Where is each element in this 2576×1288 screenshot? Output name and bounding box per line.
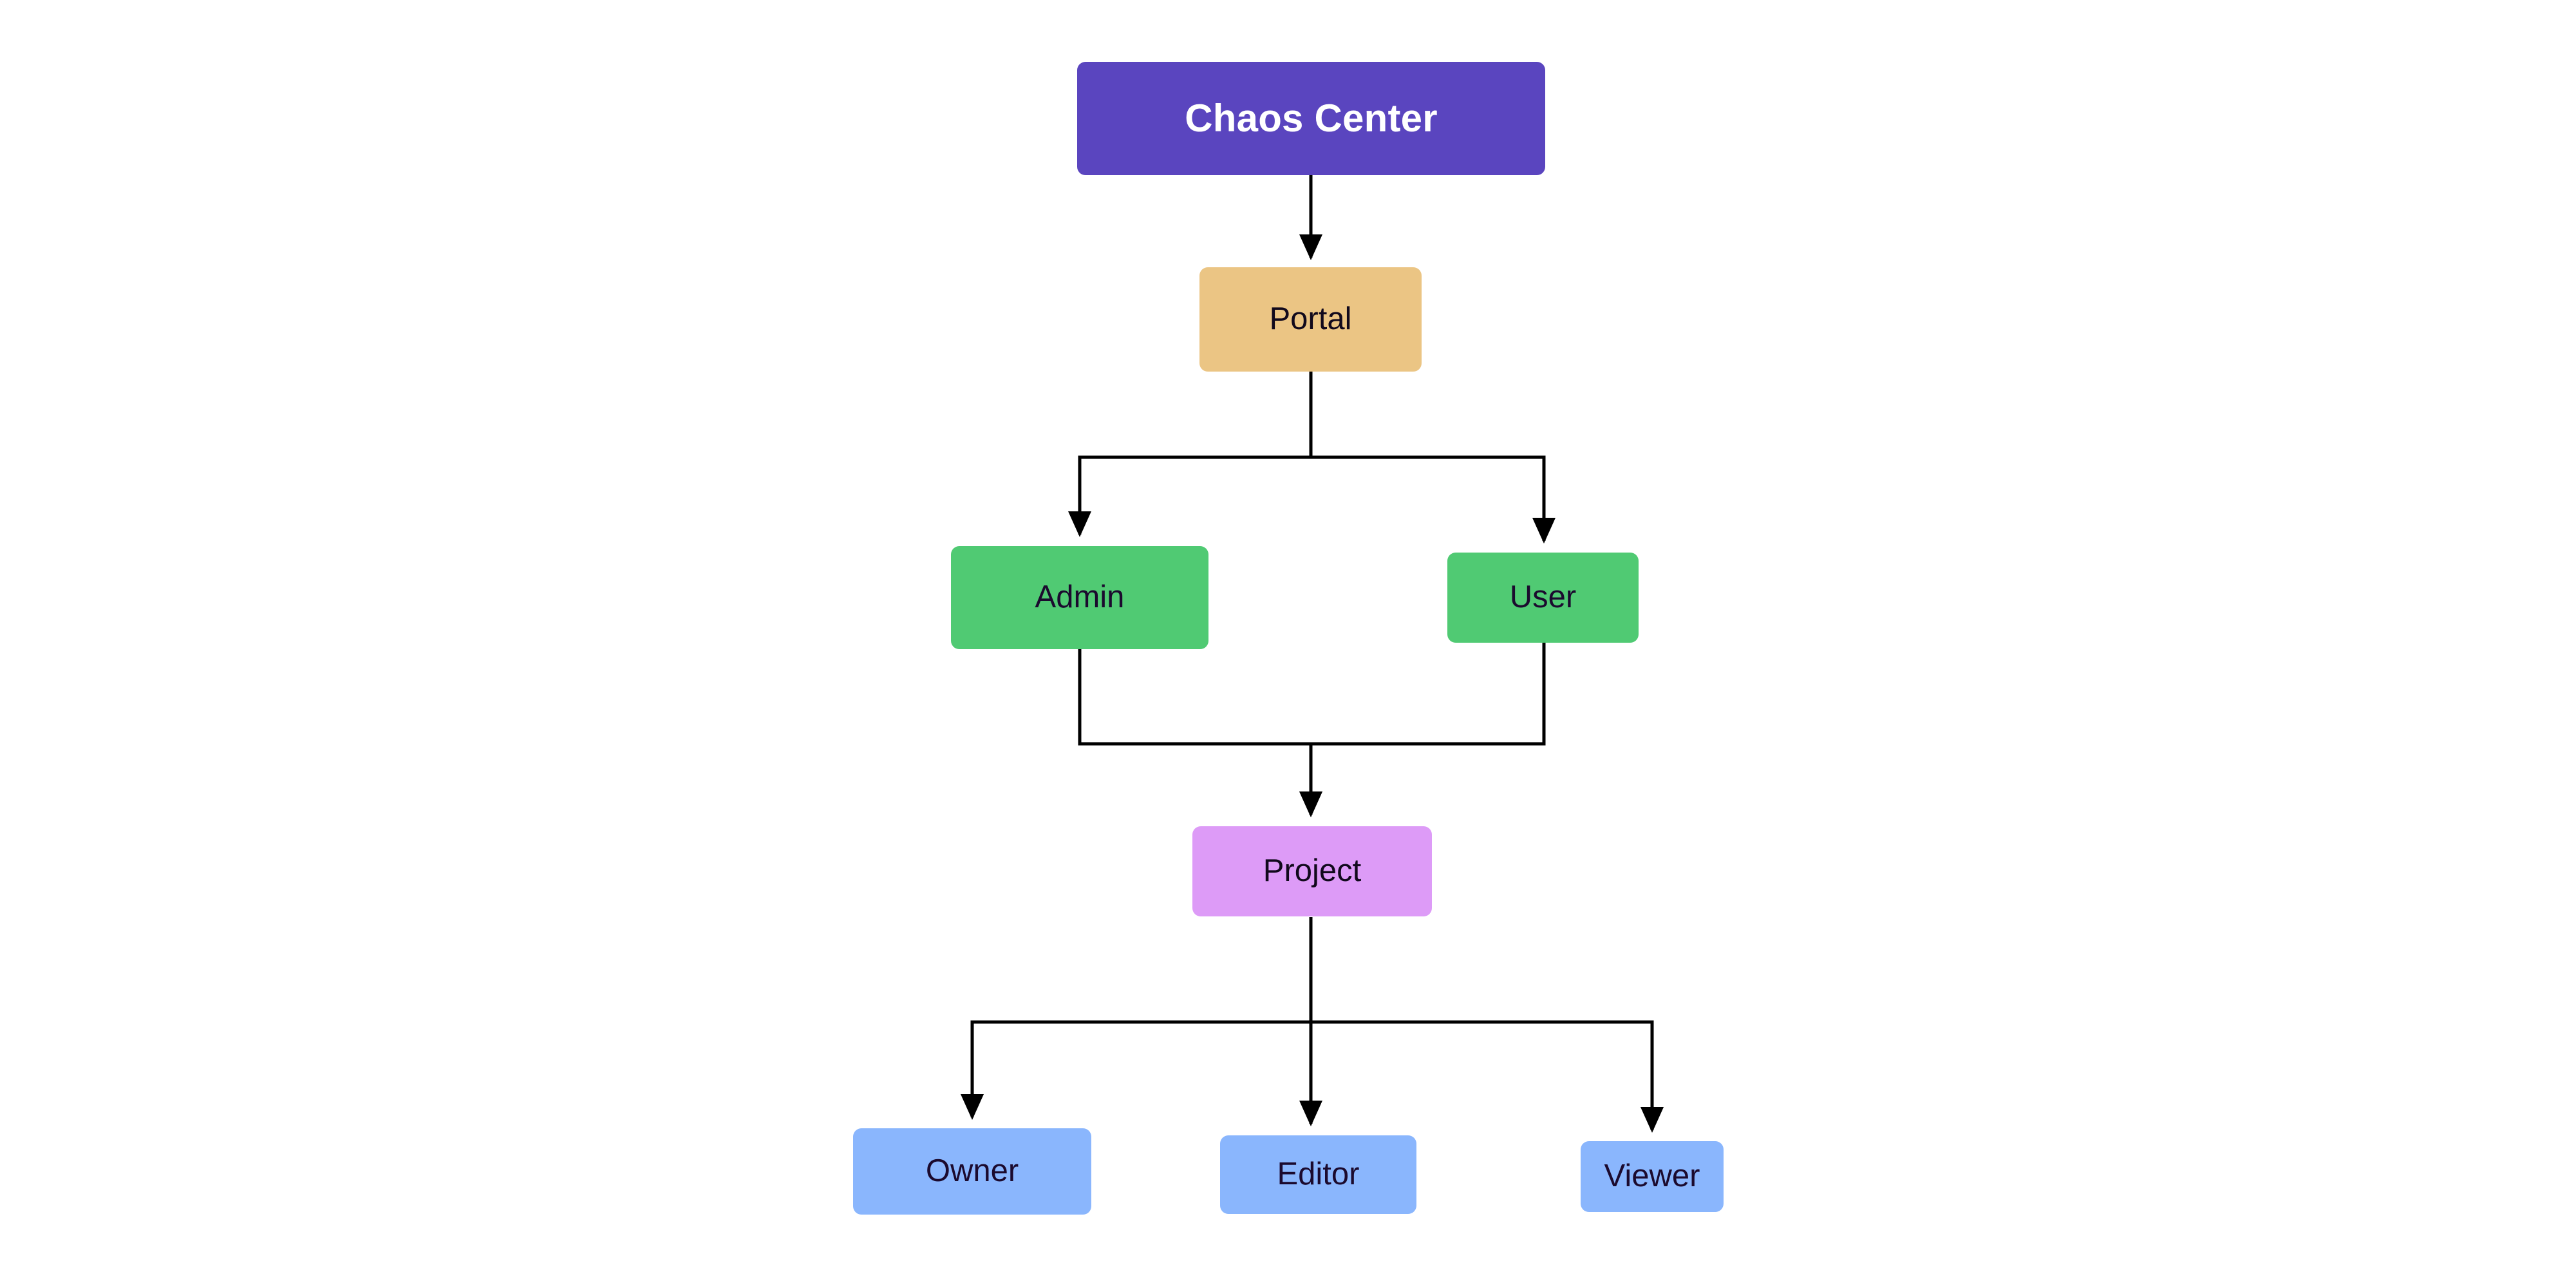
- edge-portal-to-admin: [1067, 372, 1313, 538]
- node-user[interactable]: User: [1447, 553, 1639, 643]
- edge-portal-to-user: [1309, 372, 1556, 544]
- edge-user-to-project: [1299, 643, 1546, 818]
- edge-project-to-viewer: [1309, 917, 1664, 1133]
- node-admin-label: Admin: [1035, 580, 1125, 615]
- node-owner[interactable]: Owner: [853, 1128, 1091, 1215]
- node-user-label: User: [1509, 580, 1577, 615]
- node-owner-label: Owner: [925, 1153, 1019, 1189]
- node-editor[interactable]: Editor: [1220, 1135, 1416, 1214]
- node-portal[interactable]: Portal: [1199, 267, 1422, 372]
- edge-project-to-owner: [960, 917, 1313, 1121]
- node-chaos-center-label: Chaos Center: [1185, 97, 1438, 140]
- node-project-label: Project: [1263, 853, 1362, 889]
- node-chaos-center[interactable]: Chaos Center: [1077, 62, 1545, 175]
- node-editor-label: Editor: [1277, 1157, 1360, 1192]
- node-project[interactable]: Project: [1192, 826, 1432, 916]
- edge-admin-to-project: [1078, 649, 1322, 818]
- node-portal-label: Portal: [1269, 301, 1352, 337]
- node-viewer[interactable]: Viewer: [1581, 1141, 1724, 1212]
- node-viewer-label: Viewer: [1604, 1159, 1700, 1194]
- node-admin[interactable]: Admin: [951, 546, 1208, 649]
